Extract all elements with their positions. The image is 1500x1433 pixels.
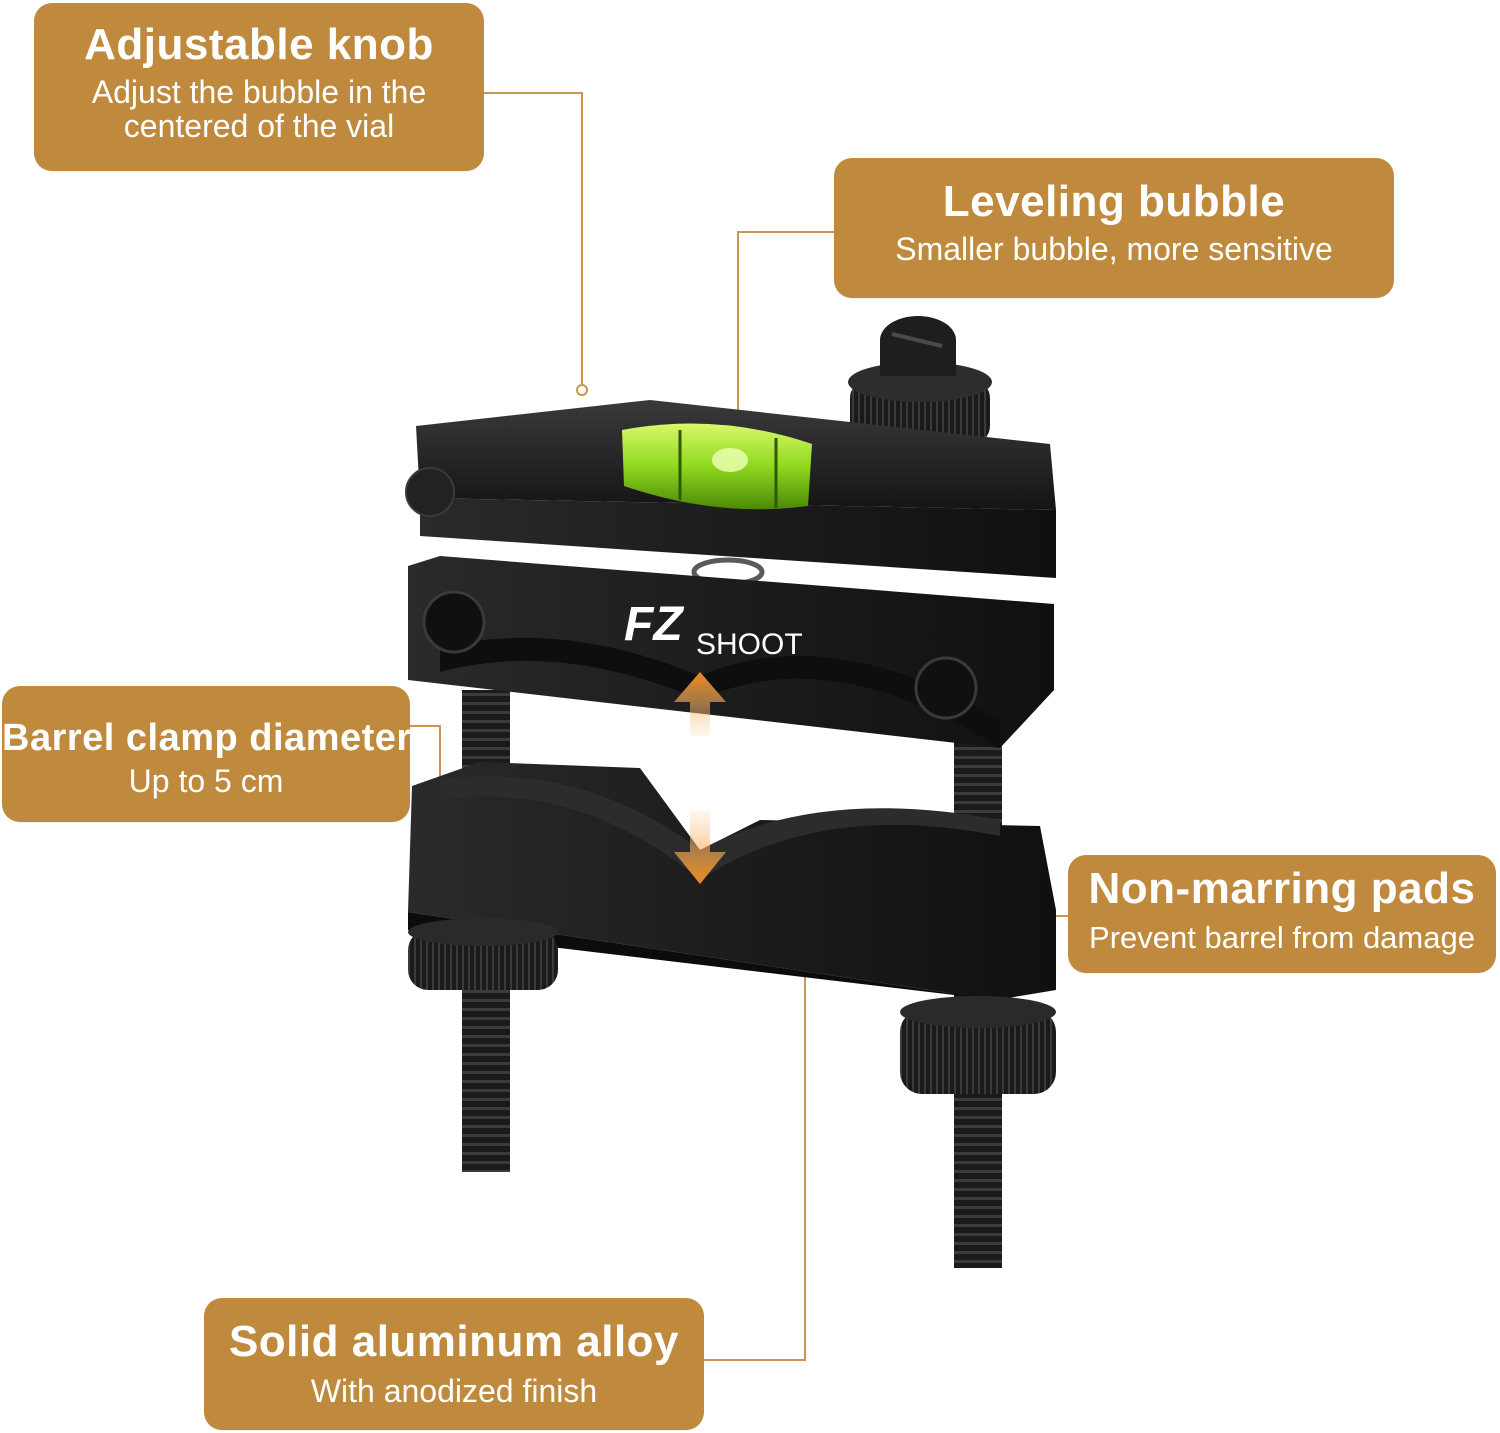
callout-subtitle: Prevent barrel from damage xyxy=(1089,920,1475,955)
callout-subtitle: With anodized finish xyxy=(310,1373,598,1409)
leveling-vial xyxy=(622,423,812,510)
arrow-down xyxy=(674,810,726,884)
callout-subtitle-line1: Adjust the bubble in the xyxy=(91,74,427,110)
leader-knob xyxy=(484,92,583,390)
callout-subtitle: Up to 5 cm xyxy=(128,763,284,799)
callout-title: Barrel clamp diameter xyxy=(2,717,412,759)
leader-bubble xyxy=(737,231,834,465)
lower-right-knob xyxy=(900,996,1056,1094)
callout-title: Adjustable knob xyxy=(84,20,434,69)
clamp-range-arrows xyxy=(674,672,726,884)
brand-logo: FZ SHOOT xyxy=(624,598,803,661)
upper-clamp-block xyxy=(408,556,1054,748)
callout-leveling-bubble: Leveling bubble Smaller bubble, more sen… xyxy=(834,158,1394,298)
lower-left-knob xyxy=(408,918,558,990)
top-adjust-knob xyxy=(848,316,992,444)
arrow-up xyxy=(674,672,726,736)
callout-non-marring-pads: Non-marring pads Prevent barrel from dam… xyxy=(1068,855,1496,973)
leader-alloy xyxy=(704,932,806,1361)
callout-barrel-clamp-diameter: Barrel clamp diameter Up to 5 cm xyxy=(2,686,412,822)
callout-solid-aluminum-alloy: Solid aluminum alloy With anodized finis… xyxy=(204,1298,704,1430)
callout-adjustable-knob: Adjustable knob Adjust the bubble in the… xyxy=(34,3,484,171)
callout-subtitle-line2: centered of the vial xyxy=(123,108,395,144)
callout-title: Leveling bubble xyxy=(942,177,1286,226)
callout-subtitle: Smaller bubble, more sensitive xyxy=(895,231,1333,267)
logo-word: SHOOT xyxy=(696,628,803,661)
callout-title: Non-marring pads xyxy=(1088,864,1476,913)
logo-mark: FZ xyxy=(624,598,684,651)
callout-title: Solid aluminum alloy xyxy=(228,1317,680,1366)
